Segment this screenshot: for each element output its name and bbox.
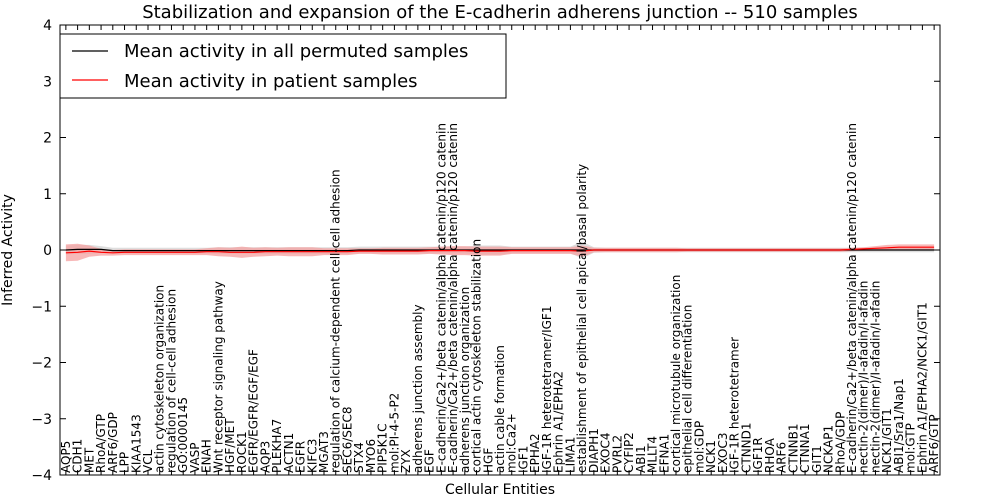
x-tick-label: adherens junction assembly [411,304,425,473]
x-tick-label: E-cadherin/Ca2+/beta catenin/alpha caten… [446,123,460,473]
x-tick-label: MET [82,447,96,473]
y-tick-label: 0 [43,243,52,259]
x-tick-label: KIFC3 [305,439,319,473]
y-tick-label: −2 [31,356,52,372]
x-tick-label: EXOC3 [716,433,730,474]
y-tick-label: −3 [31,412,52,428]
x-tick-label: nectin-2(dimer)/I-afadin/I-afadin [869,281,883,473]
x-tick-label: Ephrin A1/EPHA2 [552,371,566,473]
x-tick-label: mol:GTP [904,423,918,473]
x-tick-label: nectin-2(dimer)/I-afadin/I-afadin [857,281,871,473]
x-tick-label: ROCK1 [235,431,249,473]
legend-label-permuted: Mean activity in all permuted samples [124,41,468,62]
x-tick-label: LPP [118,452,132,473]
x-tick-label: regulation of cell-cell adhesion [165,289,179,473]
x-tick-label: IGF1R [751,437,765,473]
x-tick-label: EGF [423,449,437,473]
x-tick-label: mol:GDP [693,421,707,473]
x-tick-label: DIAPH1 [587,428,601,473]
x-tick-label: PLEKHA7 [270,419,284,473]
x-tick-label: E-cadherin/Ca2+/beta catenin/alpha caten… [845,123,859,473]
y-tick-label: 1 [43,187,52,203]
x-tick-label: actin cytoskeleton organization [153,285,167,473]
x-tick-label: ARF6/GTP [927,414,941,473]
x-tick-label: adherens junction organization [458,287,472,473]
x-tick-label: CTNNA1 [798,423,812,473]
x-tick-label: ZYX [399,449,413,473]
x-tick-label: cortical actin cytoskeleton stabilizatio… [470,239,484,473]
chart-title: Stabilization and expansion of the E-cad… [142,2,858,23]
x-axis: AQP5CDH1METRhoA/GTPARF6/GDPLPPKIAA1543VC… [59,25,941,475]
x-tick-label: ENAH [200,439,214,473]
x-tick-label: IGF-1R heterotetramer [728,337,742,473]
x-tick-label: PVRL2 [610,435,624,473]
x-tick-label: GO:0000145 [176,397,190,473]
x-tick-label: NCK1/GIT1 [880,408,894,473]
x-tick-label: NCK1 [704,440,718,473]
legend-label-patient: Mean activity in patient samples [124,71,418,92]
x-tick-label: GIT1 [810,445,824,473]
x-tick-label: HGF/MET [223,418,237,473]
y-axis: 4 3 2 1 0 −1 −2 −3 −4 [31,18,940,484]
x-tick-label: regulation of calcium-dependent cell-cel… [329,169,343,473]
x-tick-label: ABI1 [634,445,648,473]
x-tick-label: Ephrin A1/EPHA2/NCK1/GIT1 [915,302,929,473]
x-tick-label: VASP [188,442,202,473]
x-tick-label: AQP3 [258,441,272,473]
x-tick-label: RhoA/GTP [94,414,108,473]
y-tick-label: −4 [31,468,52,484]
x-tick-label: AQP5 [59,441,73,473]
x-tick-label: STX4 [352,442,366,473]
x-tick-label: PIP5K1C [376,423,390,473]
x-tick-label: MLLT4 [646,436,660,473]
x-tick-label: Wnt receptor signaling pathway [211,281,225,473]
band-series-1 [65,243,935,262]
x-tick-label: epithelial cell differentiation [681,305,695,473]
x-tick-label: ARF6 [775,442,789,473]
x-tick-label: LIMA1 [563,437,577,473]
y-axis-label: Inferred Activity [0,194,16,306]
x-tick-label: CTNND1 [739,422,753,473]
x-tick-label: establishment of epithelial cell apical/… [575,164,589,473]
y-tick-label: −1 [31,299,52,315]
x-tick-label: EGFR [294,441,308,473]
x-tick-label: NCKAP1 [822,425,836,473]
legend-box [59,33,507,99]
x-tick-label: CDH1 [71,439,85,473]
x-tick-label: E-cadherin/Ca2+/beta catenin/alpha caten… [434,123,448,473]
x-tick-label: RhoA/GDP [833,412,847,473]
x-tick-label: KIAA1543 [129,414,143,473]
x-tick-label: RHOA [763,437,777,473]
line-series-1 [65,246,935,254]
legend: Mean activity in all permuted samples Me… [59,33,507,99]
x-tick-label: ACTN1 [282,433,296,473]
y-tick-label: 4 [43,18,52,34]
x-tick-label: HGF [481,448,495,473]
x-tick-label: MYO6 [364,439,378,473]
x-tick-label: MGAT3 [317,431,331,473]
x-tick-label: ABI1/Sra1/Nap1 [892,378,906,473]
x-tick-label: cortical microtubule organization [669,275,683,473]
series-lines [65,246,935,254]
x-tick-label: actin cable formation [493,345,507,473]
x-tick-label: ARF6/GDP [106,412,120,473]
x-tick-label: IGF-1R heterotetramer/IGF1 [540,306,554,473]
x-tick-label: SEC6/SEC8 [341,407,355,473]
y-tick-label: 2 [43,131,52,147]
x-tick-label: mol:PI-4-5-P2 [387,393,401,473]
y-tick-label: 3 [43,74,52,90]
x-tick-label: CYFIP2 [622,432,636,473]
x-tick-label: EFNA1 [657,434,671,473]
x-axis-label: Cellular Entities [445,482,555,498]
x-tick-label: EXOC4 [599,433,613,474]
x-tick-label: mol:Ca2+ [505,413,519,473]
x-tick-label: VCL [141,449,155,473]
x-tick-label: IGF1 [517,446,531,473]
x-tick-label: EGFR/EGFR/EGF/EGF [247,349,261,473]
x-tick-label: EPHA2 [528,433,542,473]
x-tick-label: CTNNB1 [786,423,800,473]
